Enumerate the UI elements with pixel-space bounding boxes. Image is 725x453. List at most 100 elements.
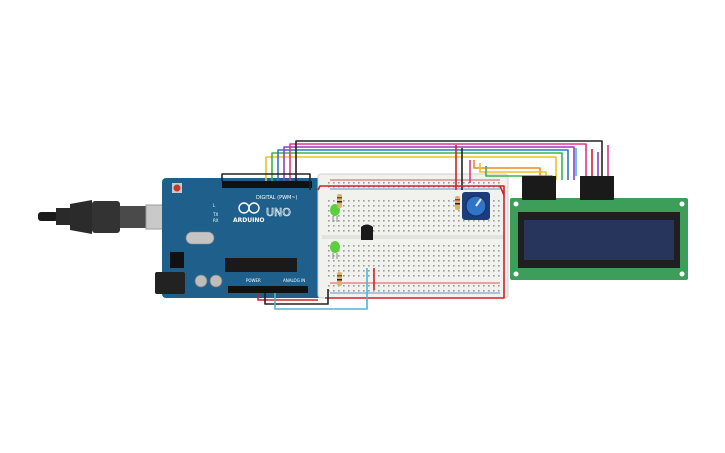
breadboard-hole (478, 245, 480, 247)
breadboard-hole (408, 245, 410, 247)
breadboard-hole (483, 245, 485, 247)
breadboard-hole (433, 200, 435, 202)
breadboard-hole (473, 250, 475, 252)
breadboard-hole (368, 290, 370, 292)
breadboard-hole (498, 230, 500, 232)
breadboard-hole (328, 215, 330, 217)
breadboard-hole (473, 285, 475, 287)
breadboard-hole (433, 285, 435, 287)
breadboard-hole (498, 290, 500, 292)
breadboard-hole (448, 200, 450, 202)
breadboard-hole (398, 265, 400, 267)
breadboard-hole (393, 260, 395, 262)
breadboard-hole (383, 210, 385, 212)
breadboard-hole (378, 205, 380, 207)
breadboard-hole (368, 255, 370, 257)
breadboard-hole (398, 255, 400, 257)
breadboard-hole (363, 200, 365, 202)
breadboard-hole (493, 270, 495, 272)
breadboard-hole (378, 290, 380, 292)
breadboard-hole (448, 285, 450, 287)
breadboard-hole (403, 220, 405, 222)
breadboard-hole (343, 250, 345, 252)
breadboard-hole (328, 182, 330, 184)
breadboard-hole (403, 255, 405, 257)
breadboard-hole (453, 260, 455, 262)
breadboard-hole (488, 255, 490, 257)
breadboard-hole (328, 210, 330, 212)
breadboard-hole (388, 285, 390, 287)
breadboard-hole (478, 220, 480, 222)
breadboard-hole (433, 205, 435, 207)
breadboard-hole (383, 182, 385, 184)
breadboard-hole (453, 225, 455, 227)
breadboard-hole (398, 210, 400, 212)
breadboard-hole (408, 230, 410, 232)
breadboard-hole (363, 255, 365, 257)
breadboard-hole (403, 290, 405, 292)
breadboard-hole (493, 220, 495, 222)
breadboard-hole (433, 250, 435, 252)
breadboard-hole (483, 290, 485, 292)
breadboard-hole (408, 260, 410, 262)
breadboard-hole (418, 275, 420, 277)
breadboard-hole (463, 285, 465, 287)
breadboard-hole (363, 250, 365, 252)
breadboard-hole (433, 230, 435, 232)
breadboard-hole (393, 265, 395, 267)
breadboard-hole (408, 182, 410, 184)
breadboard-hole (353, 255, 355, 257)
breadboard-hole (423, 225, 425, 227)
breadboard-hole (353, 270, 355, 272)
breadboard-hole (353, 205, 355, 207)
breadboard-hole (333, 290, 335, 292)
breadboard-hole (433, 270, 435, 272)
breadboard-hole (418, 205, 420, 207)
breadboard-hole (398, 215, 400, 217)
breadboard-hole (358, 260, 360, 262)
breadboard-hole (378, 220, 380, 222)
breadboard-hole (473, 275, 475, 277)
breadboard-hole (498, 245, 500, 247)
breadboard-hole (443, 275, 445, 277)
breadboard-hole (338, 270, 340, 272)
breadboard-hole (413, 265, 415, 267)
breadboard-hole (483, 182, 485, 184)
breadboard-hole (458, 215, 460, 217)
breadboard-hole (333, 230, 335, 232)
breadboard-hole (423, 260, 425, 262)
breadboard-hole (348, 255, 350, 257)
breadboard-hole (408, 250, 410, 252)
breadboard-hole (398, 245, 400, 247)
breadboard-hole (343, 245, 345, 247)
breadboard-hole (368, 210, 370, 212)
breadboard-hole (468, 275, 470, 277)
breadboard-hole (423, 290, 425, 292)
breadboard-hole (373, 250, 375, 252)
breadboard-hole (423, 245, 425, 247)
breadboard-hole (343, 205, 345, 207)
potentiometer-icon (462, 192, 490, 220)
breadboard-hole (468, 250, 470, 252)
breadboard-hole (493, 245, 495, 247)
breadboard-hole (458, 220, 460, 222)
breadboard-hole (398, 182, 400, 184)
breadboard-hole (353, 200, 355, 202)
breadboard-hole (498, 182, 500, 184)
breadboard-hole (408, 285, 410, 287)
breadboard-hole (368, 215, 370, 217)
breadboard-hole (408, 215, 410, 217)
breadboard-hole (423, 255, 425, 257)
breadboard-hole (463, 225, 465, 227)
breadboard-hole (408, 220, 410, 222)
breadboard-hole (498, 260, 500, 262)
breadboard-hole (388, 245, 390, 247)
breadboard-hole (418, 215, 420, 217)
breadboard-hole (463, 260, 465, 262)
breadboard-hole (373, 290, 375, 292)
breadboard-hole (488, 225, 490, 227)
breadboard-hole (328, 220, 330, 222)
breadboard-hole (448, 230, 450, 232)
breadboard-hole (348, 220, 350, 222)
